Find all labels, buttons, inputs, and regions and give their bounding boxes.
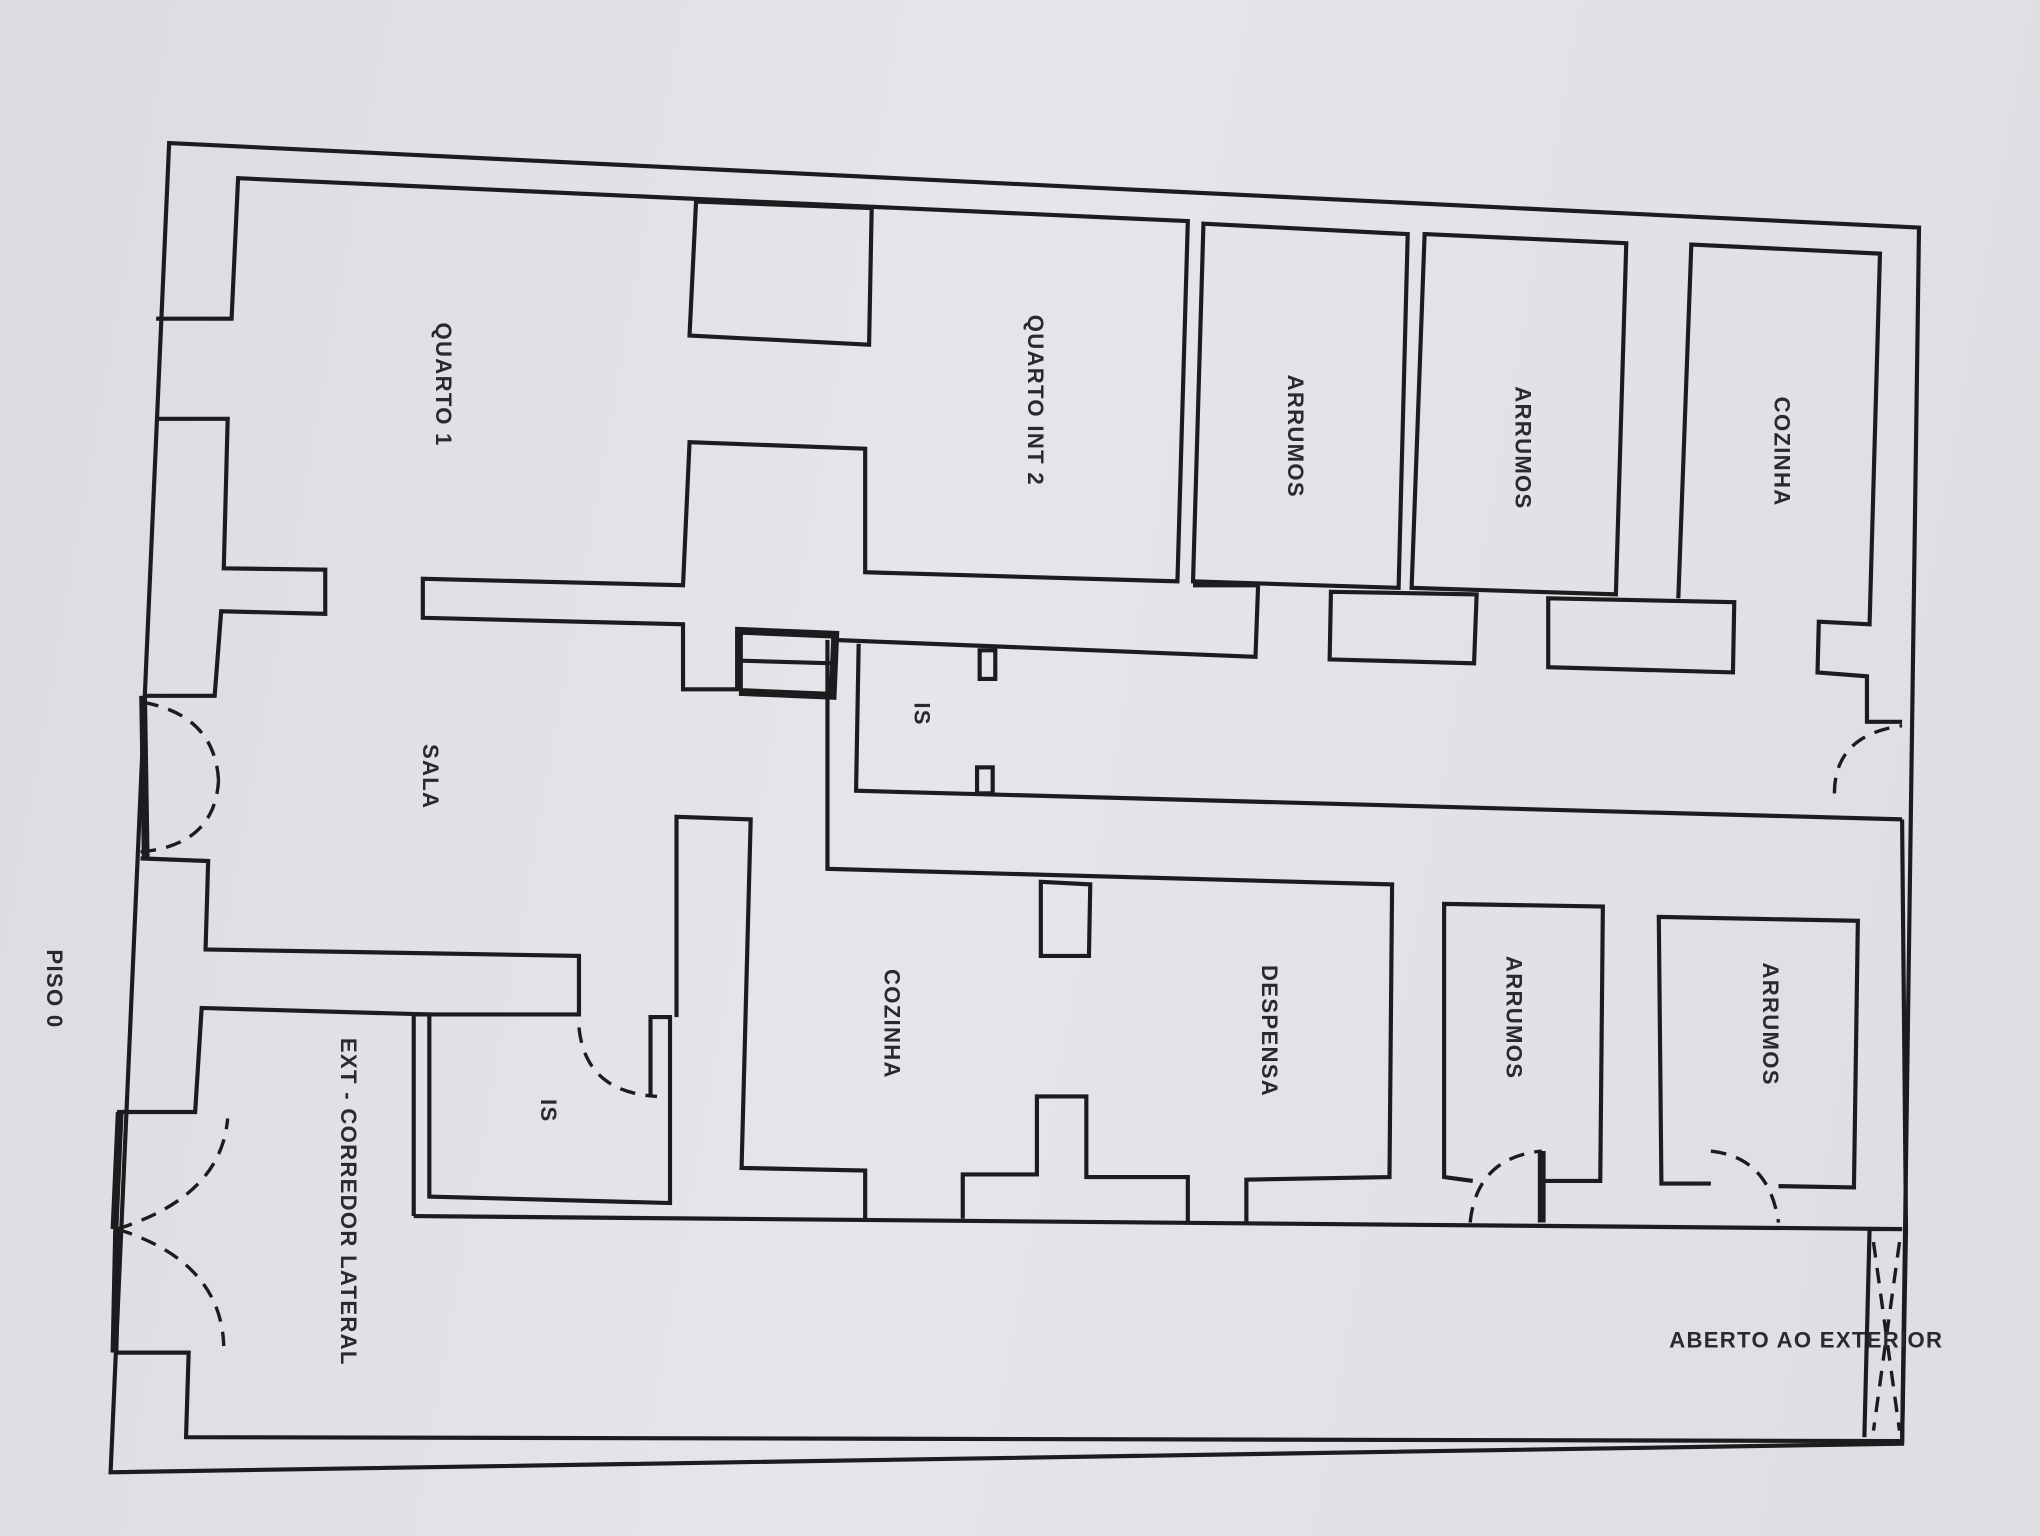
door-sala-2 [140, 780, 221, 854]
label-quarto1: QUARTO 1 [431, 323, 456, 447]
label-is: IS [536, 1099, 561, 1122]
label-arrumos: ARRUMOS [1511, 386, 1536, 509]
door-arrumos-1 [1468, 1149, 1542, 1223]
label-despensa: DESPENSA [1257, 965, 1282, 1097]
plan-title: PISO 0 [42, 949, 67, 1028]
doors [110, 695, 1903, 1431]
label-aberto-exterior: ABERTO AO EXTERIOR [1669, 1327, 1943, 1352]
door-corredor-2 [116, 1227, 226, 1347]
label-is: IS [910, 702, 935, 725]
label-sala: SALA [418, 744, 443, 809]
label-arrumos: ARRUMOS [1758, 962, 1783, 1085]
door-sala-1 [142, 700, 221, 781]
closet [687, 199, 874, 347]
door-arrumos-2 [1710, 1149, 1781, 1223]
door-is [577, 1027, 658, 1099]
label-quarto-int2: QUARTO INT 2 [1023, 315, 1048, 486]
label-corredor: EXT - CORREDOR LATERAL [336, 1038, 361, 1366]
label-cozinha: COZINHA [1770, 397, 1795, 507]
door-corredor-1 [116, 1118, 230, 1231]
label-arrumos: ARRUMOS [1502, 956, 1527, 1079]
walls [108, 140, 1922, 1475]
labels: QUARTO 1 QUARTO INT 2 ARRUMOS ARRUMOS CO… [42, 315, 1943, 1366]
label-cozinha: COZINHA [880, 969, 905, 1079]
door-cozinha-top [1832, 724, 1903, 794]
outer-wall [108, 140, 1922, 1475]
label-arrumos: ARRUMOS [1283, 375, 1308, 498]
left-wall-inner [114, 1350, 1903, 1444]
exterior-opening [1871, 1241, 1902, 1431]
